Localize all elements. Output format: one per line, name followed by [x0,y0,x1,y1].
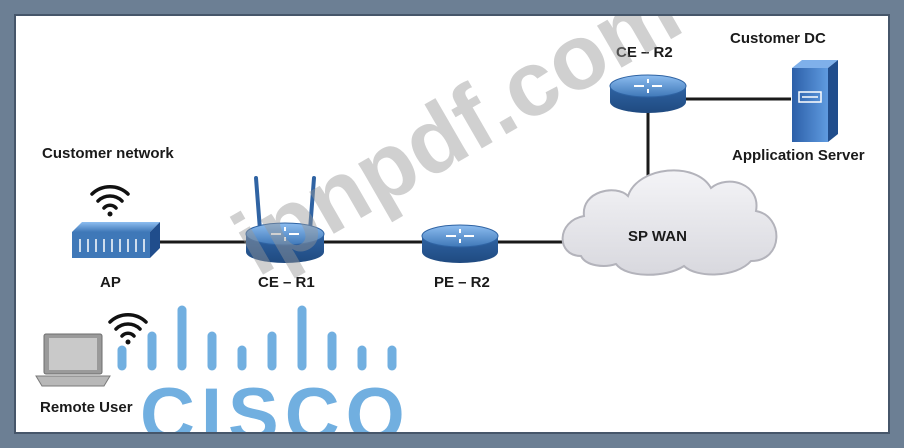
customer-network-label: Customer network [42,145,174,162]
topology-canvas [35,60,838,387]
ap-label: AP [100,274,121,291]
ap-switch-icon [72,222,160,258]
customer-dc-label: Customer DC [730,30,826,47]
links [156,97,791,244]
sp-wan-cloud [561,169,778,276]
application-server-label: Application Server [732,147,865,164]
sp-wan-label: SP WAN [628,228,687,245]
network-diagram: Customer DC CE – R2 Application Server C… [14,14,890,434]
pe-r2-label: PE – R2 [434,274,490,291]
ce-r1-router-icon [245,176,325,263]
remote-wifi-icon [108,313,148,345]
ce-r2-router-icon [609,74,687,113]
ce-r1-label: CE – R1 [258,274,315,291]
laptop-icon [35,333,111,387]
application-server-icon [792,60,838,142]
remote-user-label: Remote User [40,399,133,416]
wifi-icon [90,185,130,217]
pe-r2-router-icon [421,224,499,263]
ce-r2-label: CE – R2 [616,44,673,61]
